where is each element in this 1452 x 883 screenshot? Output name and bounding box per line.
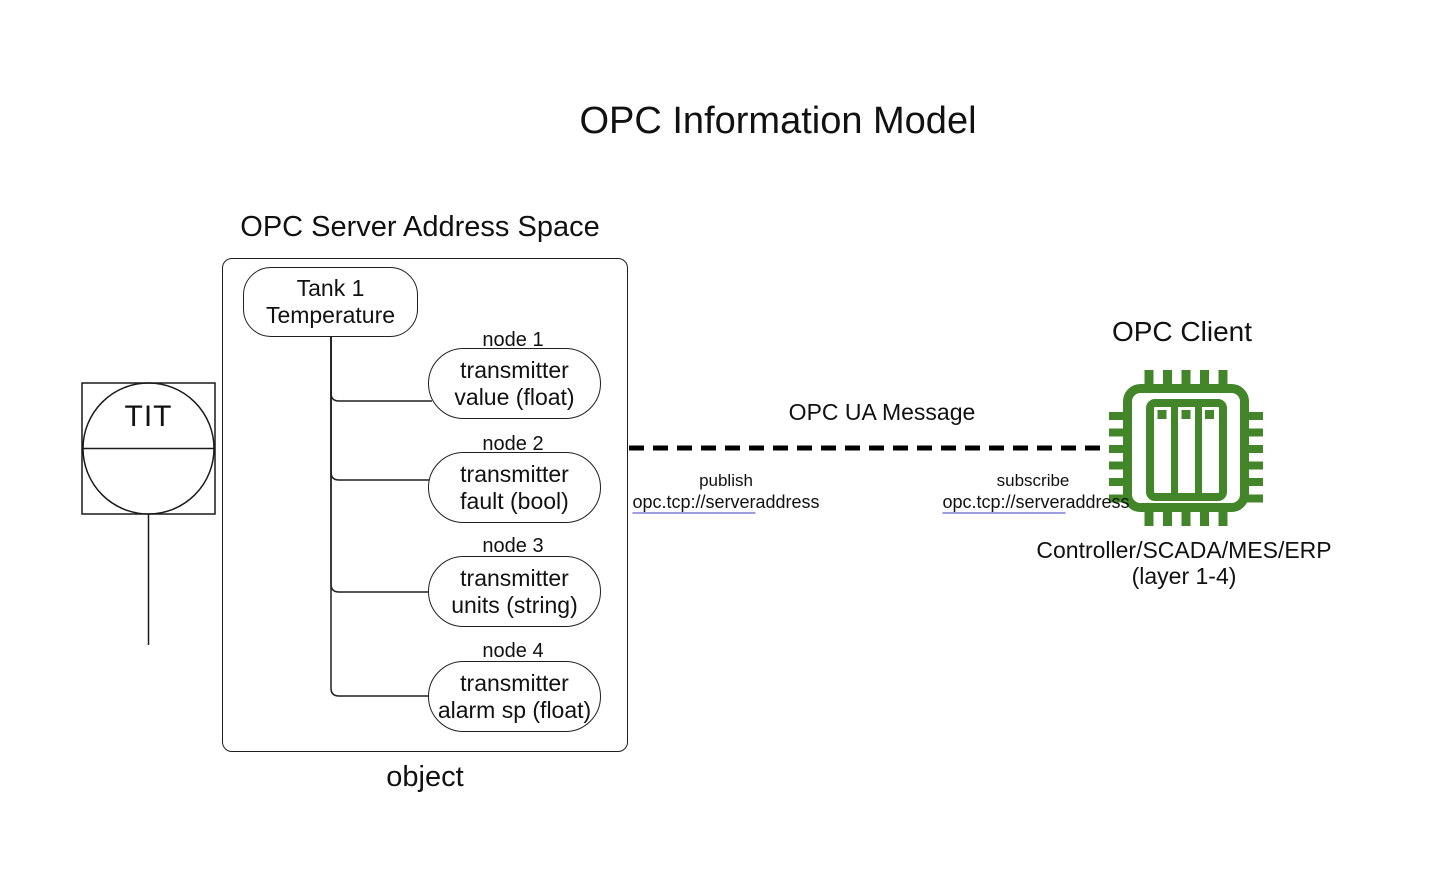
node-3-line1: transmitter	[460, 564, 569, 591]
node-2-label: node 2	[482, 433, 544, 455]
node-1-transmitter-value: transmitter value (float)	[428, 348, 601, 419]
opc-client-heading: OPC Client	[1111, 316, 1253, 347]
node-2-transmitter-fault: transmitter fault (bool)	[428, 452, 601, 523]
tit-instrument-symbol	[81, 382, 216, 645]
publish-label: publish	[699, 471, 753, 490]
tank-node-line2: Temperature	[265, 302, 396, 328]
tit-tag: TIT	[124, 400, 173, 433]
node-4-transmitter-alarm-sp: transmitter alarm sp (float)	[428, 661, 601, 732]
diagram-title: OPC Information Model	[579, 100, 977, 142]
node-2-line1: transmitter	[460, 460, 569, 487]
publish-address: opc.tcp://serveraddress	[632, 492, 820, 514]
publish-address-plain: address	[755, 492, 820, 512]
cpu-chip-icon	[1109, 370, 1263, 526]
client-caption-line1: Controller/SCADA/MES/ERP	[1036, 537, 1332, 563]
node-3-label: node 3	[482, 535, 544, 557]
chip-die-details	[1157, 403, 1214, 497]
server-address-space-heading: OPC Server Address Space	[240, 211, 600, 243]
publish-address-link[interactable]: opc.tcp://server	[632, 492, 756, 514]
tank-node-line1: Tank 1	[296, 275, 365, 301]
chip-die	[1146, 399, 1227, 501]
subscribe-address-link[interactable]: opc.tcp://server	[942, 492, 1066, 514]
node-4-line2: alarm sp (float)	[437, 696, 592, 723]
subscribe-address-plain: address	[1065, 492, 1130, 512]
opc-ua-message-label: OPC UA Message	[788, 399, 976, 425]
node-1-line1: transmitter	[460, 356, 569, 383]
node-4-label: node 4	[482, 640, 544, 662]
chip-pins	[1109, 370, 1263, 526]
tank-temperature-node: Tank 1 Temperature	[243, 267, 418, 337]
object-caption: object	[386, 761, 464, 793]
node-1-line2: value (float)	[454, 383, 575, 410]
node-1-label: node 1	[482, 329, 544, 351]
subscribe-address: opc.tcp://serveraddress	[942, 492, 1130, 514]
client-caption-line2: (layer 1-4)	[1131, 563, 1237, 589]
node-3-line2: units (string)	[451, 591, 578, 618]
node-4-line1: transmitter	[460, 669, 569, 696]
subscribe-label: subscribe	[996, 471, 1070, 490]
node-3-transmitter-units: transmitter units (string)	[428, 556, 601, 627]
tree-connectors	[330, 337, 432, 697]
node-2-line2: fault (bool)	[460, 487, 569, 514]
